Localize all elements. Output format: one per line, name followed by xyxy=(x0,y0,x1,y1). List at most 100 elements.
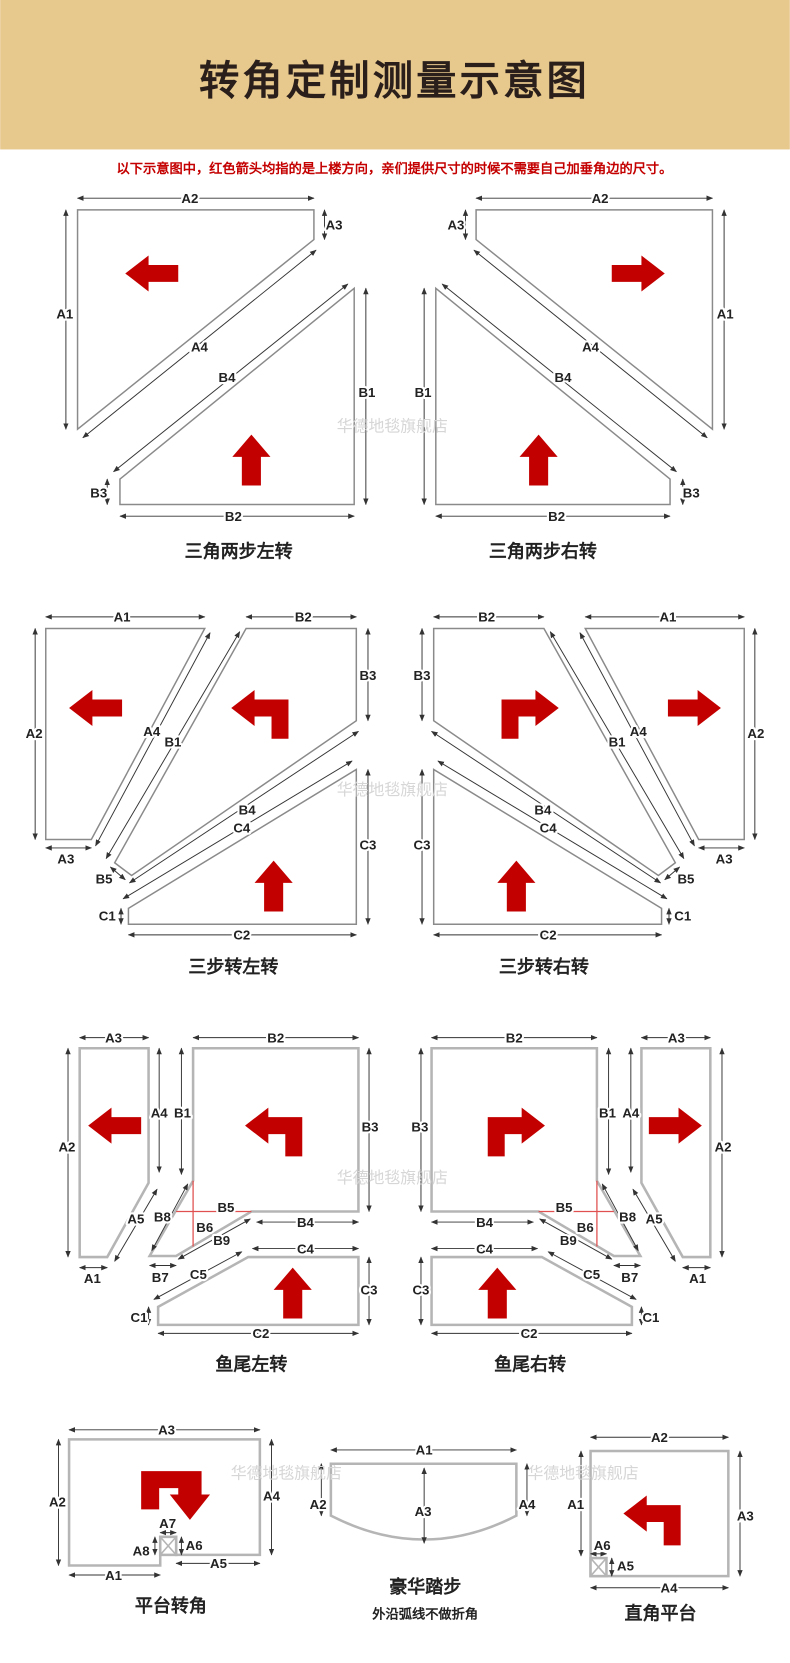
dimension-label: B5 xyxy=(96,871,113,886)
dimension-label: B1 xyxy=(415,385,432,400)
dimension-label: A2 xyxy=(715,1140,732,1155)
dimension-label: A6 xyxy=(594,1538,611,1553)
dimension-label: C4 xyxy=(540,821,558,836)
page-title: 转角定制测量示意图 xyxy=(199,58,590,104)
header-banner xyxy=(0,0,790,150)
dimension-line xyxy=(153,1251,243,1300)
dimension-label: B2 xyxy=(295,610,312,625)
dimension-label: A8 xyxy=(133,1543,150,1558)
dimension-label: C2 xyxy=(521,1326,538,1341)
dimension-label: B4 xyxy=(297,1215,315,1230)
dimension-label: B8 xyxy=(154,1210,171,1225)
dimension-label: A3 xyxy=(158,1423,175,1438)
dimension-label: A4 xyxy=(518,1497,536,1512)
dimension-label: B9 xyxy=(560,1233,577,1248)
dimension-label: A5 xyxy=(617,1558,634,1573)
dimension-label: A3 xyxy=(447,217,464,232)
dimension-label: A1 xyxy=(105,1568,122,1583)
dimension-label: C4 xyxy=(233,821,251,836)
dimension-label: A4 xyxy=(151,1106,169,1121)
dimension-label: A3 xyxy=(716,851,733,866)
turn-arrow-icon xyxy=(245,1107,303,1157)
dimension-label: B9 xyxy=(213,1233,230,1248)
diagram-figures: A2A3A1A4B4B1B3B2三角两步左转A2A3A1A4B4B1B3B2三角… xyxy=(24,189,767,1625)
watermarks: 华德地毯旗舰店华德地毯旗舰店华德地毯旗舰店华德地毯旗舰店华德地毯旗舰店 xyxy=(231,416,639,1482)
dimension-label: B6 xyxy=(577,1220,594,1235)
dimension-label: A4 xyxy=(143,724,161,739)
dimension-label: B1 xyxy=(599,1106,616,1121)
dimension-label: C3 xyxy=(413,1283,430,1298)
dimension-label: B3 xyxy=(683,486,700,501)
dimension-label: C1 xyxy=(643,1310,660,1325)
dimension-label: B1 xyxy=(358,385,375,400)
watermark-text: 华德地毯旗舰店 xyxy=(528,1464,639,1483)
diagram-caption: 三步转右转 xyxy=(499,956,589,978)
up-arrow-icon xyxy=(273,1267,312,1319)
diagram-caption: 三步转左转 xyxy=(188,956,278,978)
dimension-label: B3 xyxy=(362,1119,379,1134)
dimension-label: A1 xyxy=(84,1271,101,1286)
carpet-piece xyxy=(329,1462,518,1541)
dimension-label: C5 xyxy=(583,1267,600,1282)
dimension-label: A2 xyxy=(49,1495,66,1510)
turn-arrow-icon xyxy=(501,690,559,739)
dimension-label: A3 xyxy=(668,1030,685,1045)
dimension-label: B1 xyxy=(174,1106,191,1121)
dimension-label: A1 xyxy=(717,307,734,322)
diagram-5: A3A2A4A5A1B2B3B1B8B5B6B9B4B7C4C5C3C1C2鱼尾… xyxy=(56,1028,380,1375)
dimension-label: B5 xyxy=(556,1200,573,1215)
dimension-label: C1 xyxy=(131,1310,148,1325)
dimension-label: A2 xyxy=(58,1140,75,1155)
turn-arrow-icon xyxy=(231,690,289,739)
dimension-label: B3 xyxy=(90,486,107,501)
dimension-line xyxy=(113,283,349,473)
dimension-label: A2 xyxy=(310,1497,327,1512)
turn-arrow-icon xyxy=(623,1495,681,1546)
dimension-label: C4 xyxy=(476,1241,494,1256)
dimension-label: B1 xyxy=(164,735,181,750)
dimension-label: A5 xyxy=(646,1212,663,1227)
dimension-label: A2 xyxy=(747,726,764,741)
cross-mark-icon xyxy=(589,1557,608,1577)
dimension-label: C2 xyxy=(233,928,250,943)
dimension-label: A4 xyxy=(263,1488,281,1503)
dimension-label: A1 xyxy=(689,1271,706,1286)
dimension-line xyxy=(601,1183,639,1252)
dimension-label: C2 xyxy=(252,1326,269,1341)
dimension-label: C4 xyxy=(297,1241,315,1256)
dimension-label: B2 xyxy=(506,1030,523,1045)
dimension-label: A2 xyxy=(592,191,609,206)
dimension-label: A6 xyxy=(186,1538,203,1553)
dimension-label: A3 xyxy=(737,1508,754,1523)
dimension-label: B4 xyxy=(555,370,573,385)
dimension-label: B3 xyxy=(414,668,431,683)
dimension-label: A2 xyxy=(181,191,198,206)
dimension-label: A4 xyxy=(582,339,600,354)
left-arrow-icon xyxy=(648,1107,702,1144)
carpet-piece xyxy=(430,1255,634,1327)
dimension-line xyxy=(437,760,668,900)
dimension-label: B7 xyxy=(621,1270,638,1285)
dimension-label: A1 xyxy=(659,610,676,625)
dimension-label: A1 xyxy=(56,307,73,322)
dimension-label: A3 xyxy=(105,1030,122,1045)
dimension-label: B7 xyxy=(152,1270,169,1285)
dimension-label: B2 xyxy=(478,610,495,625)
dimension-label: B2 xyxy=(267,1030,284,1045)
diagram-6: A3A2A4A5A1B2B3B1B8B5B6B9B4B7C4C5C3C1C2鱼尾… xyxy=(409,1028,733,1375)
dimension-label: A4 xyxy=(191,339,209,354)
dimension-line xyxy=(151,1183,189,1252)
dimension-label: C3 xyxy=(414,838,431,853)
dimension-label: A3 xyxy=(57,851,74,866)
dimension-label: A4 xyxy=(622,1106,640,1121)
dimension-label: C2 xyxy=(540,928,557,943)
dimension-label: B5 xyxy=(217,1200,234,1215)
dimension-label: B3 xyxy=(411,1119,428,1134)
dimension-label: B2 xyxy=(225,509,242,524)
diagram-caption: 直角平台 xyxy=(625,1603,697,1625)
